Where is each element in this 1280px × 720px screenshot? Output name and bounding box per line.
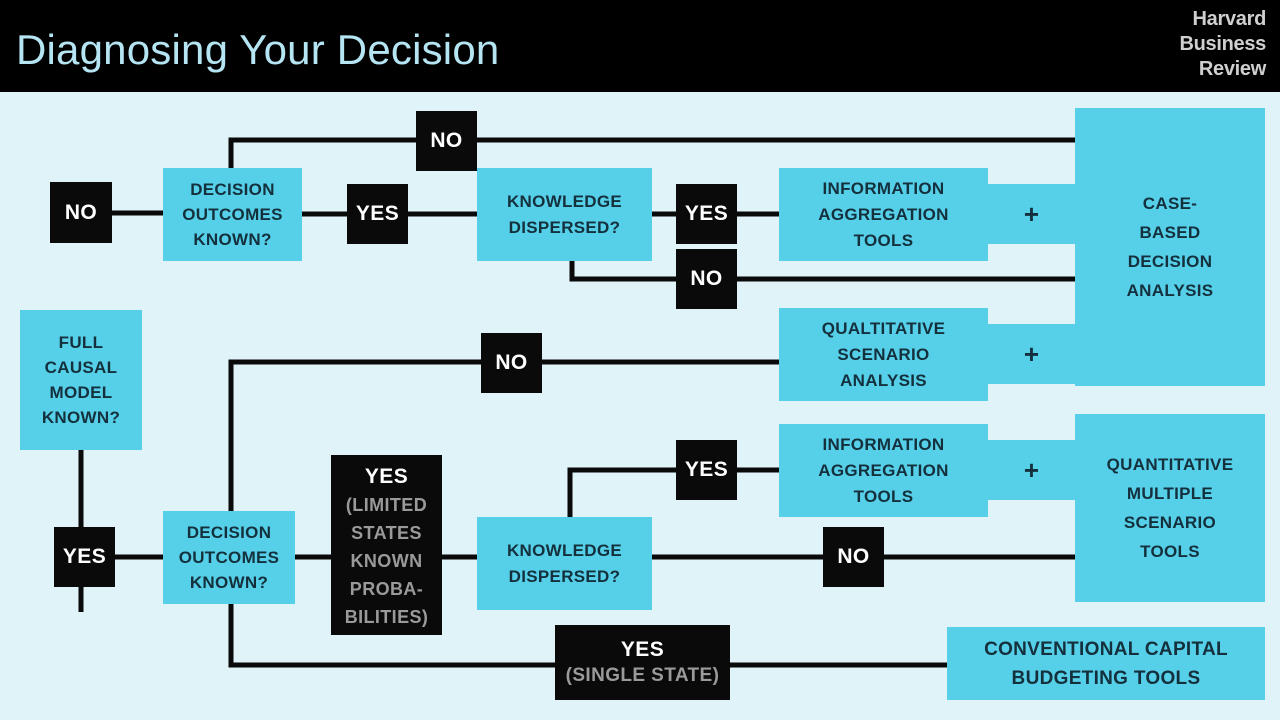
node-line: ANALYSIS [840,370,927,390]
edge-label-text: NO [690,267,723,290]
harvard-business-review-logo: Harvard Business Review [1179,7,1266,82]
logo-line-1: Harvard [1192,8,1267,30]
node-line: DISPERSED? [508,217,621,237]
edge-label-text: YES [355,202,400,225]
node-line: MODEL [49,383,113,402]
node-line: CONVENTIONAL CAPITAL [984,638,1228,660]
edge-label-yes-single-state[interactable]: YES (SINGLE STATE) [555,625,730,700]
node-line: KNOWN? [41,408,121,427]
node-line: DECISION [190,180,275,199]
node-line: AGGREGATION [818,460,949,480]
edge-label-no-root[interactable]: NO [50,182,112,243]
edge-label-yes-limited-states[interactable]: YES (LIMITED STATES KNOWN PROBA- BILITIE… [331,455,442,635]
edge-label-yes-root[interactable]: YES [54,527,115,587]
edge-label-text: NO [430,129,463,152]
node-line: DECISION [1127,252,1213,271]
node-line: CASE- [1142,194,1198,213]
node-line: DECISION [186,523,272,542]
logo-line-2: Business [1179,33,1266,55]
edge-label-text: NO [64,200,98,224]
page-title: Diagnosing Your Decision [16,26,500,73]
edge-label-yes-decision-outcomes-top[interactable]: YES [347,184,408,244]
node-line: KNOWLEDGE [506,540,623,560]
edge-label-text: YES [620,637,665,661]
plus-sign: + [1023,454,1040,485]
node-knowledge-dispersed-top[interactable]: KNOWLEDGE DISPERSED? [477,168,652,261]
plus-sign: + [1023,198,1040,229]
node-line: MULTIPLE [1126,484,1214,503]
node-line: INFORMATION [822,178,945,198]
node-line: OUTCOMES [178,548,280,567]
node-line: ANALYSIS [1126,281,1214,300]
node-information-aggregation-tools-top[interactable]: INFORMATION AGGREGATION TOOLS [779,168,988,261]
node-line: SCENARIO [837,344,930,364]
node-line: TOOLS [1140,542,1200,561]
edge-label-text: YES [364,465,409,488]
logo-line-3: Review [1198,58,1266,80]
edge-label-subtext: KNOWN [350,551,423,571]
edge-label-subtext: PROBA- [349,579,424,599]
node-line: SCENARIO [1123,513,1217,532]
node-line: TOOLS [853,486,914,506]
node-full-causal-model[interactable]: FULL CAUSAL MODEL KNOWN? [20,310,142,450]
node-line: AGGREGATION [818,204,949,224]
edge-label-text: YES [684,202,729,225]
node-line: BUDGETING TOOLS [1011,667,1201,689]
node-line: KNOWN? [189,573,269,592]
node-decision-outcomes-known-bottom[interactable]: DECISION OUTCOMES KNOWN? [163,511,295,604]
node-line: QUALTITATIVE [821,318,946,338]
edge-label-text: YES [684,458,729,481]
edge-label-no-top-branch[interactable]: NO [416,111,477,171]
node-line: QUANTITATIVE [1106,455,1234,474]
edge-label-text: NO [495,351,528,374]
edge-label-subtext: (LIMITED [345,495,428,515]
node-decision-outcomes-known-top[interactable]: DECISION OUTCOMES KNOWN? [163,168,302,261]
flowchart-canvas: FULL CAUSAL MODEL KNOWN? DECISION OUTCOM… [0,92,1280,720]
plus-connector-bottom: + [988,440,1075,500]
edge-label-no-knowledge-dispersed-top[interactable]: NO [676,249,737,309]
edge-label-text: NO [837,545,870,568]
edge-label-yes-knowledge-dispersed-bottom[interactable]: YES [676,440,737,500]
node-case-based-decision-analysis[interactable]: CASE- BASED DECISION ANALYSIS [1075,108,1265,386]
node-line: CAUSAL [44,358,118,377]
edge-label-subtext: (SINGLE STATE) [565,664,720,686]
node-information-aggregation-tools-bottom[interactable]: INFORMATION AGGREGATION TOOLS [779,424,988,517]
edge-label-no-knowledge-dispersed-bottom[interactable]: NO [823,527,884,587]
node-line: BASED [1139,223,1201,242]
node-line: FULL [58,333,104,352]
node-line: OUTCOMES [182,205,283,224]
node-qualitative-scenario-analysis[interactable]: QUALTITATIVE SCENARIO ANALYSIS [779,308,988,401]
node-knowledge-dispersed-bottom[interactable]: KNOWLEDGE DISPERSED? [477,517,652,610]
plus-sign: + [1023,338,1040,369]
edge-label-yes-knowledge-dispersed-top[interactable]: YES [676,184,737,244]
edge-label-subtext: STATES [351,523,422,543]
plus-connector-top: + [988,184,1075,244]
node-line: INFORMATION [822,434,945,454]
plus-connector-middle: + [988,324,1075,384]
edge-label-no-middle[interactable]: NO [481,333,542,393]
edge-label-text: YES [62,545,107,568]
node-quantitative-multiple-scenario-tools[interactable]: QUANTITATIVE MULTIPLE SCENARIO TOOLS [1075,414,1265,602]
node-line: DISPERSED? [508,566,621,586]
node-conventional-capital-budgeting-tools[interactable]: CONVENTIONAL CAPITAL BUDGETING TOOLS [947,627,1265,700]
node-line: TOOLS [853,230,914,250]
slide-header: Diagnosing Your Decision Harvard Busines… [0,0,1280,92]
node-line: KNOWN? [193,230,272,249]
edge-label-subtext: BILITIES) [344,607,429,627]
node-line: KNOWLEDGE [506,191,623,211]
